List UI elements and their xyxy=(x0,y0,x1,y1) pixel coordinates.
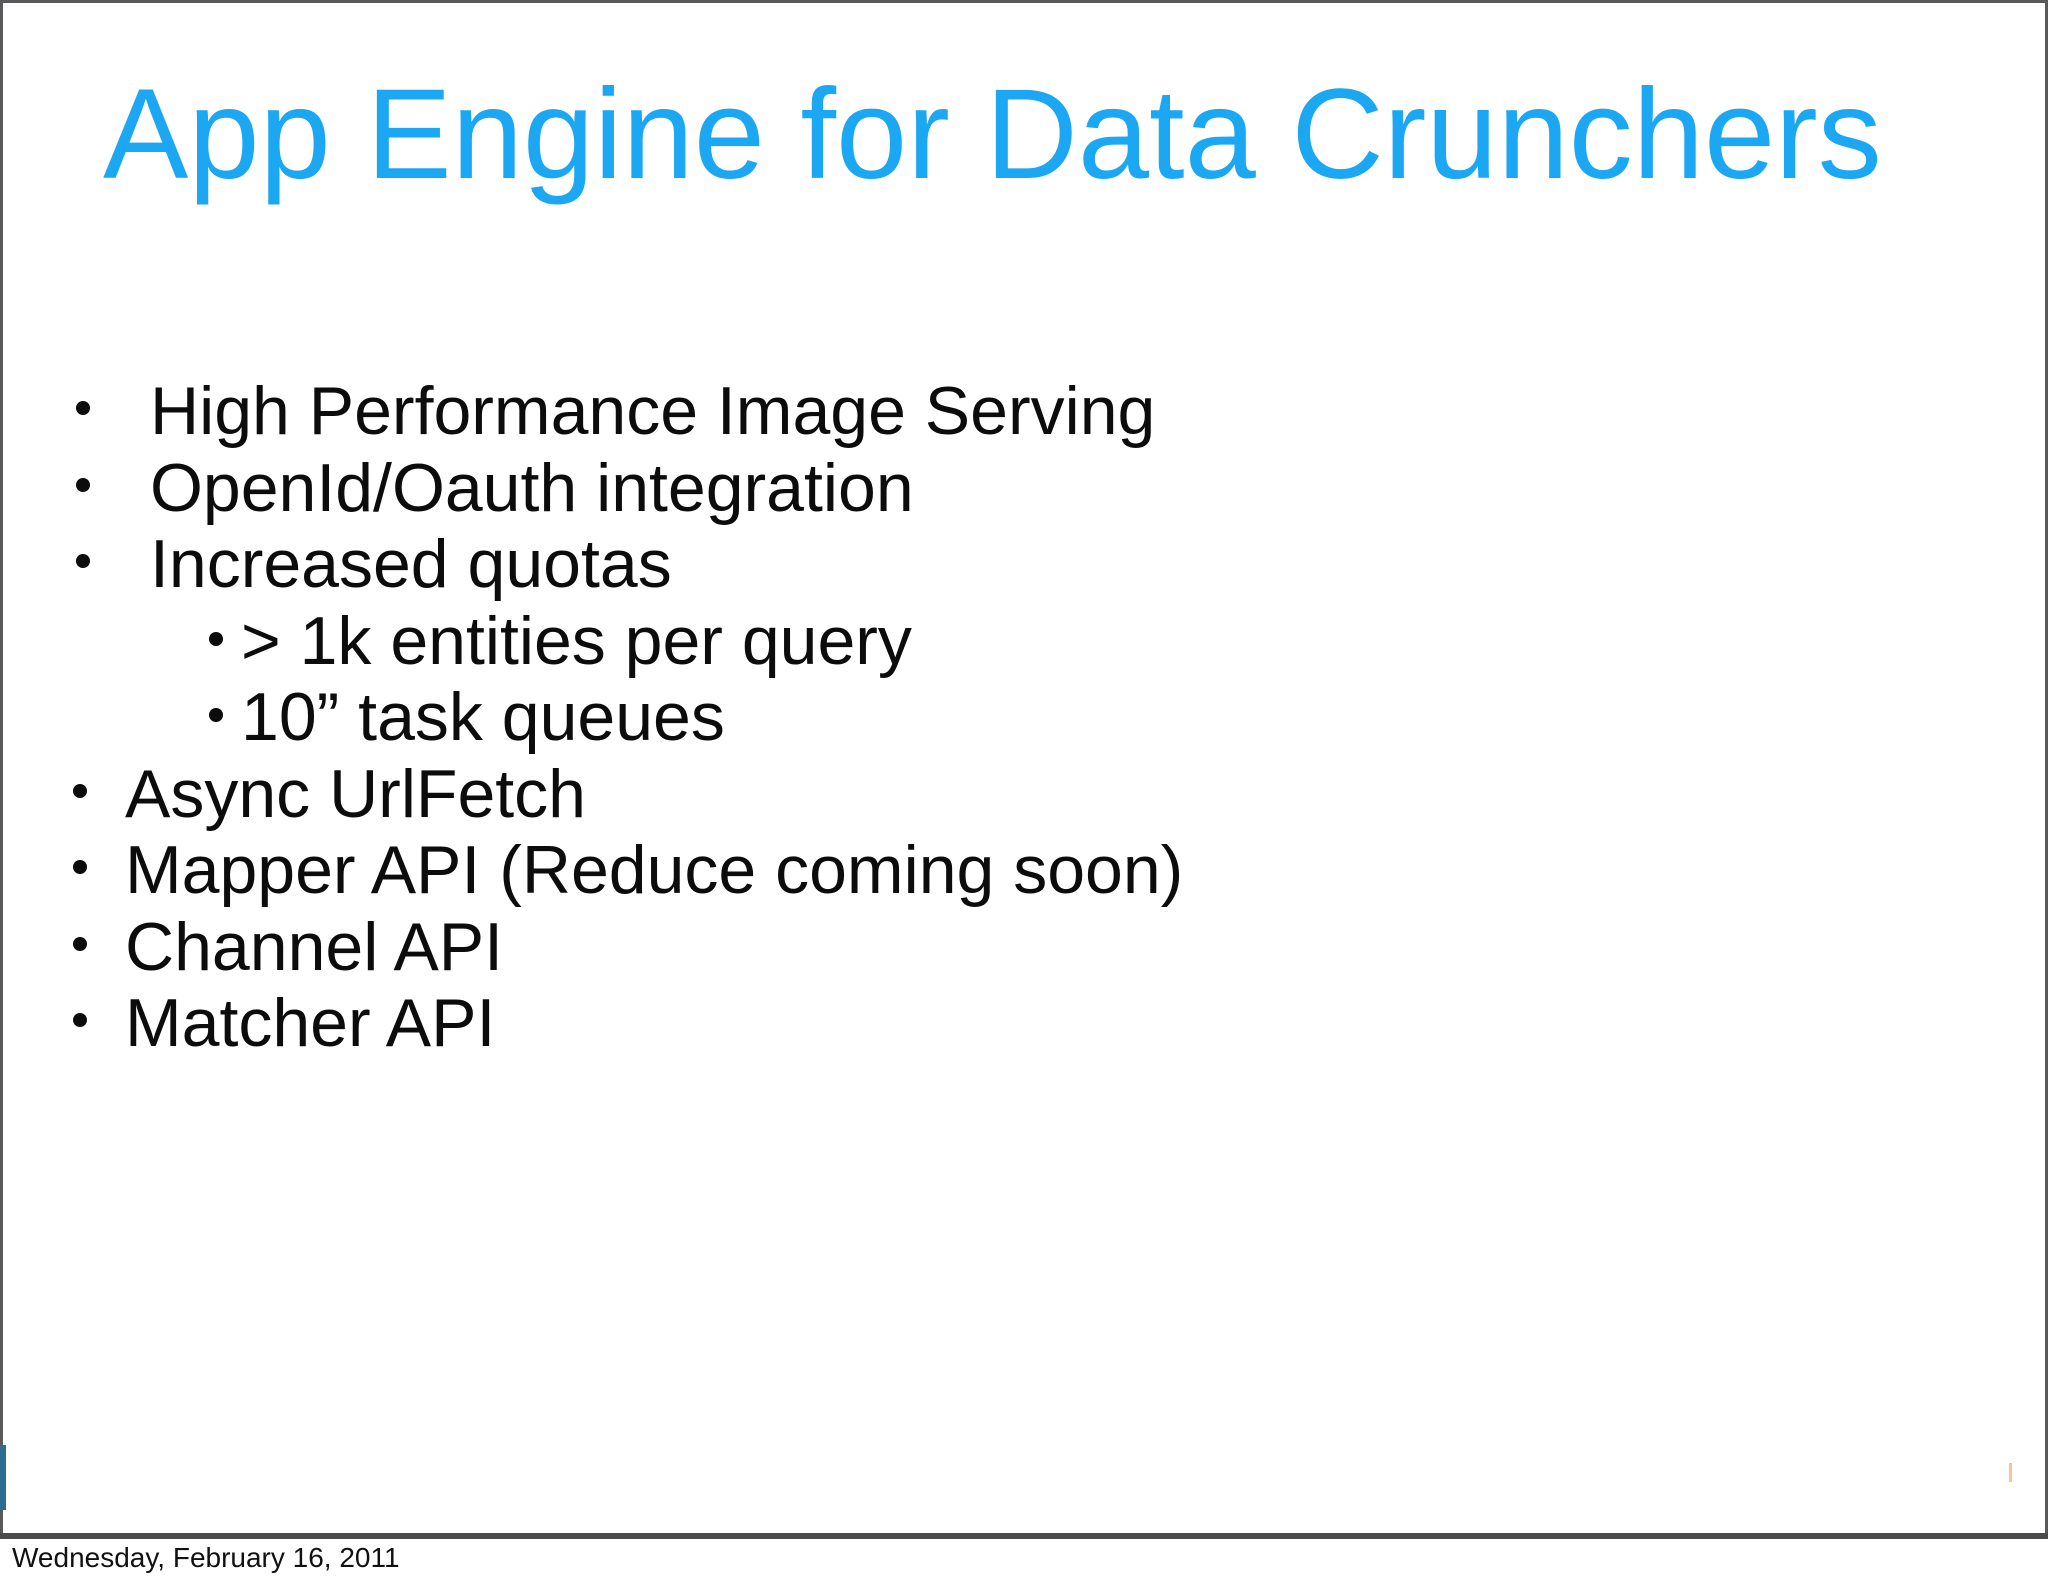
footer-bar: Wednesday, February 16, 2011 xyxy=(0,1539,2048,1576)
bullet-dot-icon xyxy=(73,783,87,798)
bullet-item: OpenId/Oauth integration xyxy=(3,450,2043,527)
slide-title: App Engine for Data Crunchers xyxy=(103,63,1882,206)
bullet-text: Channel API xyxy=(125,908,504,985)
bullet-dot-icon xyxy=(76,554,90,568)
bullet-item: Mapper API (Reduce coming soon) xyxy=(3,832,2043,909)
bullet-subitem: > 1k entities per query xyxy=(3,603,2043,680)
bullet-dot-icon xyxy=(73,860,87,874)
bullet-text: Async UrlFetch xyxy=(125,755,586,832)
bullet-dot-icon xyxy=(76,401,90,415)
bullet-text: 10” task queues xyxy=(241,679,725,755)
bullet-text: > 1k entities per query xyxy=(241,602,912,679)
bullet-dot-icon xyxy=(209,631,223,646)
bullet-list: High Performance Image Serving OpenId/Oa… xyxy=(3,373,2043,1062)
bullet-text: Increased quotas xyxy=(150,526,672,602)
bullet-subitem: 10” task queues xyxy=(3,679,2043,756)
bullet-item: High Performance Image Serving xyxy=(3,373,2043,450)
bullet-item: Matcher API xyxy=(3,985,2043,1062)
bullet-item: Increased quotas xyxy=(3,526,2043,603)
bullet-dot-icon xyxy=(76,477,90,492)
bullet-text: Matcher API xyxy=(125,985,496,1061)
bullet-dot-icon xyxy=(209,708,223,722)
left-edge-artifact-mark xyxy=(0,1445,6,1510)
bullet-item: Async UrlFetch xyxy=(3,756,2043,833)
bullet-text: Mapper API (Reduce coming soon) xyxy=(125,832,1184,908)
right-edge-artifact-mark xyxy=(2009,1463,2012,1482)
bullet-text: OpenId/Oauth integration xyxy=(150,449,914,526)
slide: App Engine for Data Crunchers High Perfo… xyxy=(0,0,2048,1533)
bullet-item: Channel API xyxy=(3,909,2043,986)
bullet-text: High Performance Image Serving xyxy=(150,373,1156,449)
bullet-dot-icon xyxy=(73,936,87,951)
slide-bottom-border xyxy=(0,1533,2048,1539)
footer-date: Wednesday, February 16, 2011 xyxy=(12,1542,400,1573)
bullet-dot-icon xyxy=(73,1013,87,1027)
